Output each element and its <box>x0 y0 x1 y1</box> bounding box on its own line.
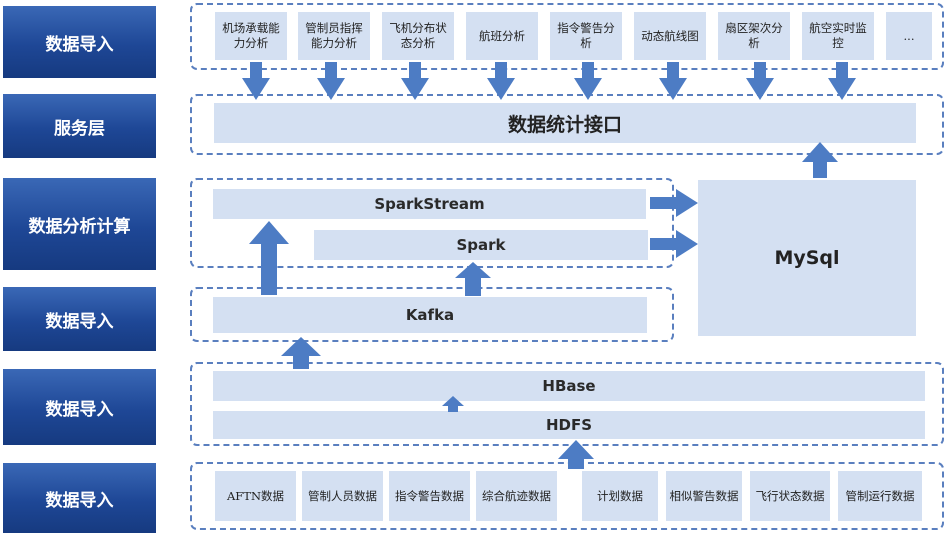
source-box: 相似警告数据 <box>666 471 742 521</box>
analysis-group <box>190 178 674 268</box>
kafka-group <box>190 287 674 342</box>
arrow-down-icon <box>659 62 687 100</box>
layer-label-analysis: 数据分析计算 <box>3 178 156 270</box>
arrow-down-icon <box>574 62 602 100</box>
app-box: 扇区架次分析 <box>718 12 790 60</box>
app-box-more: ... <box>886 12 932 60</box>
layer-label-top-import: 数据导入 <box>3 6 156 78</box>
hbase-box: HBase <box>213 371 925 401</box>
layer-label-storage-import: 数据导入 <box>3 369 156 445</box>
layer-label-source-import: 数据导入 <box>3 463 156 533</box>
source-box: 综合航迹数据 <box>476 471 557 521</box>
arrow-down-icon <box>487 62 515 100</box>
arrow-up-icon <box>442 396 464 412</box>
arrow-down-icon <box>242 62 270 100</box>
mysql-box: MySql <box>698 180 916 336</box>
source-box: AFTN数据 <box>215 471 296 521</box>
kafka-box: Kafka <box>213 297 647 333</box>
service-group <box>190 94 944 155</box>
arrow-up-icon <box>802 142 838 178</box>
layer-label-kafka-import: 数据导入 <box>3 287 156 351</box>
arrow-up-icon <box>281 337 321 369</box>
arrow-down-icon <box>401 62 429 100</box>
app-box: 机场承载能力分析 <box>215 12 287 60</box>
sparkstream-box: SparkStream <box>213 189 646 219</box>
app-box: 航班分析 <box>466 12 538 60</box>
app-box: 管制员指挥能力分析 <box>298 12 370 60</box>
app-box: 航空实时监控 <box>802 12 874 60</box>
source-box: 管制运行数据 <box>838 471 922 521</box>
arrow-up-icon <box>558 440 594 469</box>
arrow-up-icon <box>249 221 289 295</box>
spark-box: Spark <box>314 230 648 260</box>
app-box: 飞机分布状态分析 <box>382 12 454 60</box>
source-box: 管制人员数据 <box>302 471 383 521</box>
hdfs-box: HDFS <box>213 411 925 439</box>
arrow-down-icon <box>317 62 345 100</box>
storage-group <box>190 362 944 446</box>
source-box: 指令警告数据 <box>389 471 470 521</box>
source-box: 计划数据 <box>582 471 658 521</box>
service-interface-box: 数据统计接口 <box>214 103 916 143</box>
arrow-down-icon <box>746 62 774 100</box>
top-apps-group <box>190 3 944 70</box>
arrow-right-icon <box>650 230 698 258</box>
source-box: 飞行状态数据 <box>750 471 830 521</box>
arrow-right-icon <box>650 189 698 217</box>
sources-group <box>190 462 944 530</box>
arrow-up-icon <box>455 262 491 296</box>
layer-label-service: 服务层 <box>3 94 156 158</box>
app-box: 动态航线图 <box>634 12 706 60</box>
app-box: 指令警告分析 <box>550 12 622 60</box>
arrow-down-icon <box>828 62 856 100</box>
